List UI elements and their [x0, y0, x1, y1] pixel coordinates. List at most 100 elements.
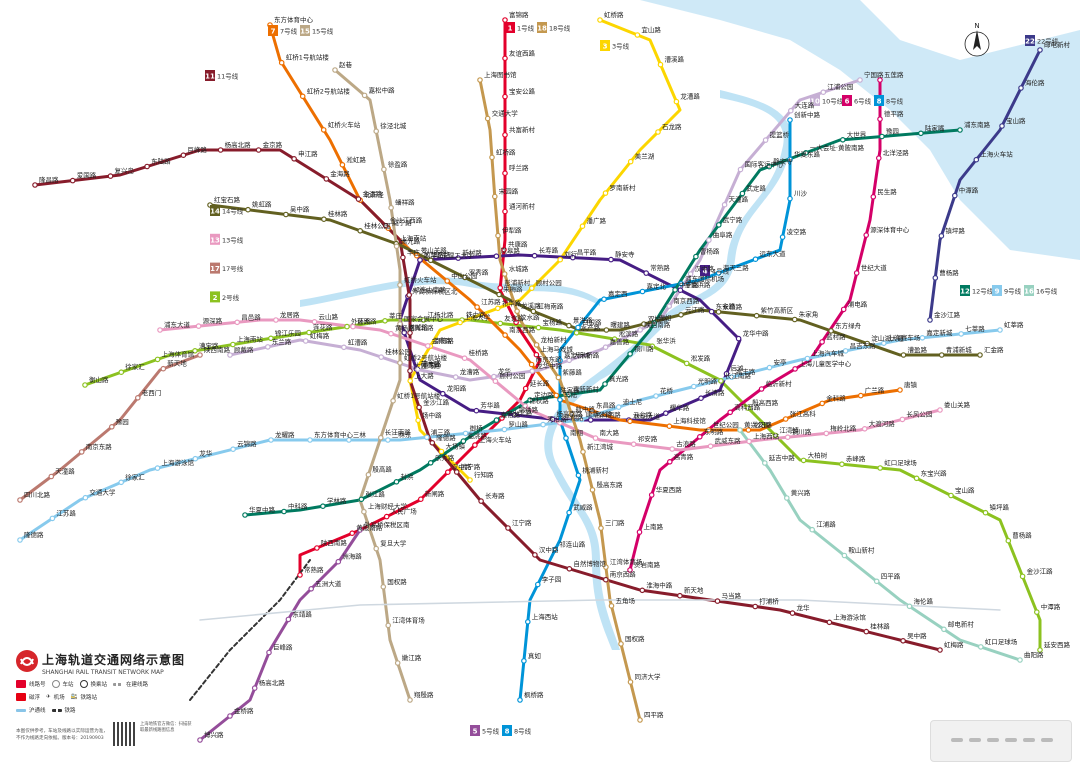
- station-marker[interactable]: [677, 287, 684, 294]
- station-label[interactable]: 海伦路: [914, 596, 934, 605]
- station-marker[interactable]: [501, 271, 508, 277]
- station-marker[interactable]: [227, 713, 233, 719]
- station-marker[interactable]: [927, 317, 933, 323]
- station-marker[interactable]: [283, 211, 289, 218]
- station-marker[interactable]: [666, 423, 673, 430]
- station-label[interactable]: 曲阳路: [1024, 650, 1044, 659]
- station-label[interactable]: 东方体育中心: [274, 15, 314, 24]
- station-label[interactable]: 上海游泳馆: [833, 612, 866, 621]
- station-label[interactable]: 上海大学: [464, 313, 491, 322]
- station-marker[interactable]: [575, 324, 581, 331]
- station-marker[interactable]: [502, 170, 508, 177]
- station-label[interactable]: 淞虹路: [346, 155, 366, 164]
- station-label[interactable]: 三林: [353, 430, 367, 439]
- station-marker[interactable]: [602, 381, 608, 387]
- station-marker[interactable]: [501, 426, 508, 433]
- station-label[interactable]: 桃浦新村: [582, 465, 609, 474]
- station-marker[interactable]: [746, 438, 752, 445]
- station-label[interactable]: 蓝村路: [826, 332, 846, 341]
- station-marker[interactable]: [407, 368, 413, 374]
- station-marker[interactable]: [597, 17, 603, 23]
- station-marker[interactable]: [739, 190, 746, 197]
- station-marker[interactable]: [401, 329, 408, 336]
- station-label[interactable]: 曹杨路: [1012, 531, 1032, 540]
- station-marker[interactable]: [413, 252, 420, 259]
- station-marker[interactable]: [1019, 573, 1026, 580]
- station-marker[interactable]: [302, 338, 309, 344]
- station-label[interactable]: 虹莘路: [1004, 320, 1024, 329]
- station-label[interactable]: 德平路: [884, 109, 904, 118]
- station-label[interactable]: 迪士尼: [623, 397, 643, 406]
- station-label[interactable]: 龙漕路: [680, 92, 700, 101]
- station-label[interactable]: 镇坪路: [990, 503, 1010, 512]
- station-marker[interactable]: [344, 323, 350, 330]
- station-marker[interactable]: [268, 437, 274, 443]
- station-label[interactable]: 延长路: [530, 379, 550, 388]
- station-marker[interactable]: [493, 253, 500, 260]
- station-marker[interactable]: [521, 658, 527, 664]
- station-marker[interactable]: [573, 329, 580, 336]
- station-marker[interactable]: [779, 234, 786, 240]
- station-label[interactable]: 虹梅路: [310, 331, 330, 340]
- station-marker[interactable]: [587, 417, 594, 423]
- station-label[interactable]: 真新新村: [573, 384, 600, 393]
- station-marker[interactable]: [502, 17, 508, 23]
- station-label[interactable]: 黄兴路: [791, 488, 811, 497]
- station-marker[interactable]: [385, 437, 391, 443]
- station-label[interactable]: 陕西南路: [321, 538, 348, 547]
- station-label[interactable]: 金运路: [363, 189, 383, 198]
- station-marker[interactable]: [957, 127, 963, 133]
- station-marker[interactable]: [388, 330, 394, 337]
- station-label[interactable]: 中山北路: [506, 408, 533, 417]
- station-label[interactable]: 朱梅路: [503, 285, 523, 294]
- station-label[interactable]: 秀沿路: [547, 415, 567, 424]
- station-marker[interactable]: [517, 697, 523, 703]
- station-label[interactable]: 顾村公园: [536, 278, 562, 287]
- station-label[interactable]: 宁国路: [864, 70, 884, 79]
- station-marker[interactable]: [400, 254, 406, 261]
- station-label[interactable]: 罗南新村: [610, 183, 637, 192]
- station-label[interactable]: 常熟路: [304, 565, 324, 574]
- station-label[interactable]: 新天地: [167, 359, 187, 368]
- station-marker[interactable]: [478, 498, 484, 504]
- station-marker[interactable]: [758, 386, 765, 392]
- station-marker[interactable]: [491, 193, 498, 200]
- station-label[interactable]: 江湾体育场: [392, 615, 425, 624]
- station-label[interactable]: 富锦路: [509, 10, 529, 19]
- station-label[interactable]: 海伦路: [1025, 78, 1045, 87]
- station-label[interactable]: 上海南站: [237, 335, 264, 344]
- station-label[interactable]: 龙华: [797, 603, 811, 612]
- station-label[interactable]: 复旦大学: [380, 539, 407, 548]
- station-marker[interactable]: [1037, 47, 1043, 53]
- station-marker[interactable]: [877, 465, 884, 471]
- station-marker[interactable]: [473, 407, 480, 414]
- station-label[interactable]: 世纪大道: [861, 263, 888, 272]
- station-label[interactable]: 张江高科: [790, 409, 817, 418]
- station-marker[interactable]: [227, 352, 233, 358]
- station-label[interactable]: 虹口足球场: [884, 458, 917, 467]
- station-marker[interactable]: [752, 603, 759, 610]
- station-label[interactable]: 龙华中路: [536, 361, 563, 370]
- station-label[interactable]: 学林路: [327, 496, 347, 505]
- station-marker[interactable]: [997, 327, 1003, 333]
- station-marker[interactable]: [245, 206, 251, 213]
- station-label[interactable]: 岚皋路: [500, 246, 520, 255]
- station-label[interactable]: 漕溪路: [665, 55, 685, 64]
- station-marker[interactable]: [407, 330, 413, 336]
- station-marker[interactable]: [938, 352, 945, 358]
- station-marker[interactable]: [502, 93, 508, 100]
- station-marker[interactable]: [505, 525, 511, 531]
- station-label[interactable]: 定边路: [534, 390, 554, 399]
- station-marker[interactable]: [863, 232, 870, 238]
- station-marker[interactable]: [566, 357, 573, 364]
- station-marker[interactable]: [839, 461, 845, 468]
- station-marker[interactable]: [639, 587, 646, 594]
- station-label[interactable]: 永德路: [723, 302, 743, 311]
- station-label[interactable]: 浦东南路: [964, 120, 991, 129]
- station-marker[interactable]: [657, 61, 664, 68]
- station-marker[interactable]: [634, 32, 641, 38]
